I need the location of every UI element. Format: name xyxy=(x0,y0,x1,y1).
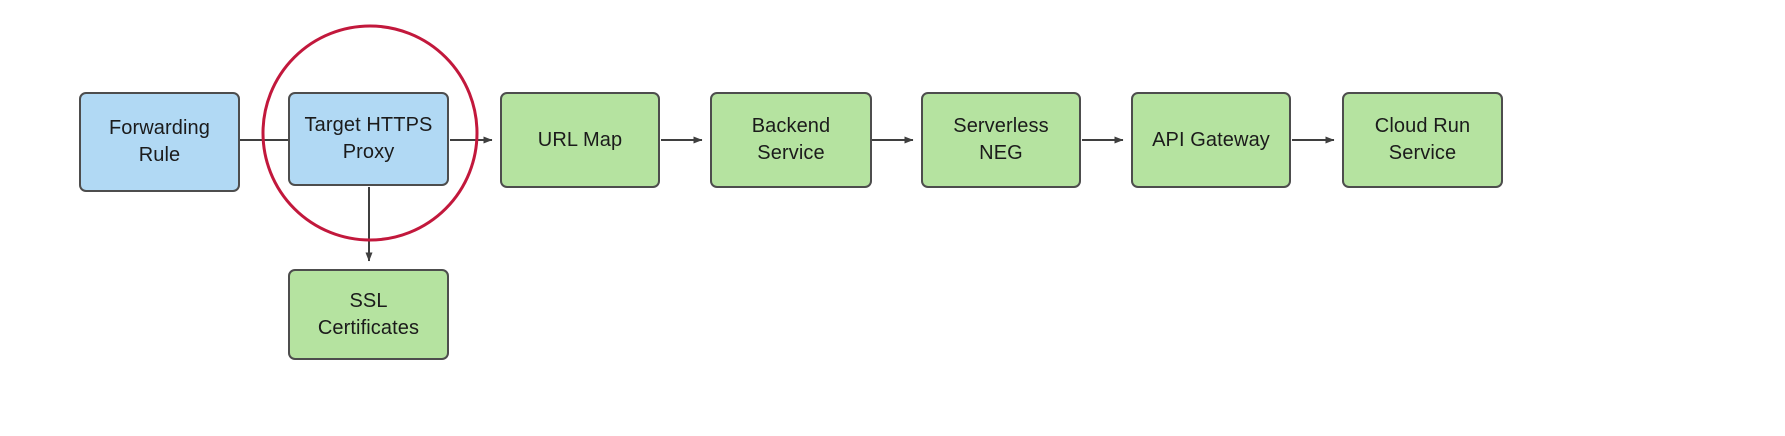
node-cloud-run-service-label: Cloud Run Service xyxy=(1374,115,1471,164)
node-url-map[interactable]: URL Map xyxy=(500,92,660,188)
node-cloud-run-service[interactable]: Cloud Run Service xyxy=(1342,92,1503,188)
node-target-https-proxy[interactable]: Target HTTPS Proxy xyxy=(288,92,449,186)
node-backend-service[interactable]: Backend Service xyxy=(710,92,872,188)
node-ssl-certificates[interactable]: SSL Certificates xyxy=(288,269,449,360)
node-forwarding-rule[interactable]: Forwarding Rule xyxy=(79,92,240,192)
node-backend-service-label: Backend Service xyxy=(751,115,831,164)
node-serverless-neg-label: Serverless NEG xyxy=(953,115,1049,164)
node-serverless-neg[interactable]: Serverless NEG xyxy=(921,92,1081,188)
node-forwarding-rule-label: Forwarding Rule xyxy=(108,117,211,166)
node-api-gateway-label: API Gateway xyxy=(1152,128,1270,151)
node-url-map-label: URL Map xyxy=(537,128,623,151)
node-ssl-certificates-label: SSL Certificates xyxy=(317,289,420,339)
node-target-https-proxy-label: Target HTTPS Proxy xyxy=(304,114,433,163)
node-api-gateway[interactable]: API Gateway xyxy=(1131,92,1291,188)
